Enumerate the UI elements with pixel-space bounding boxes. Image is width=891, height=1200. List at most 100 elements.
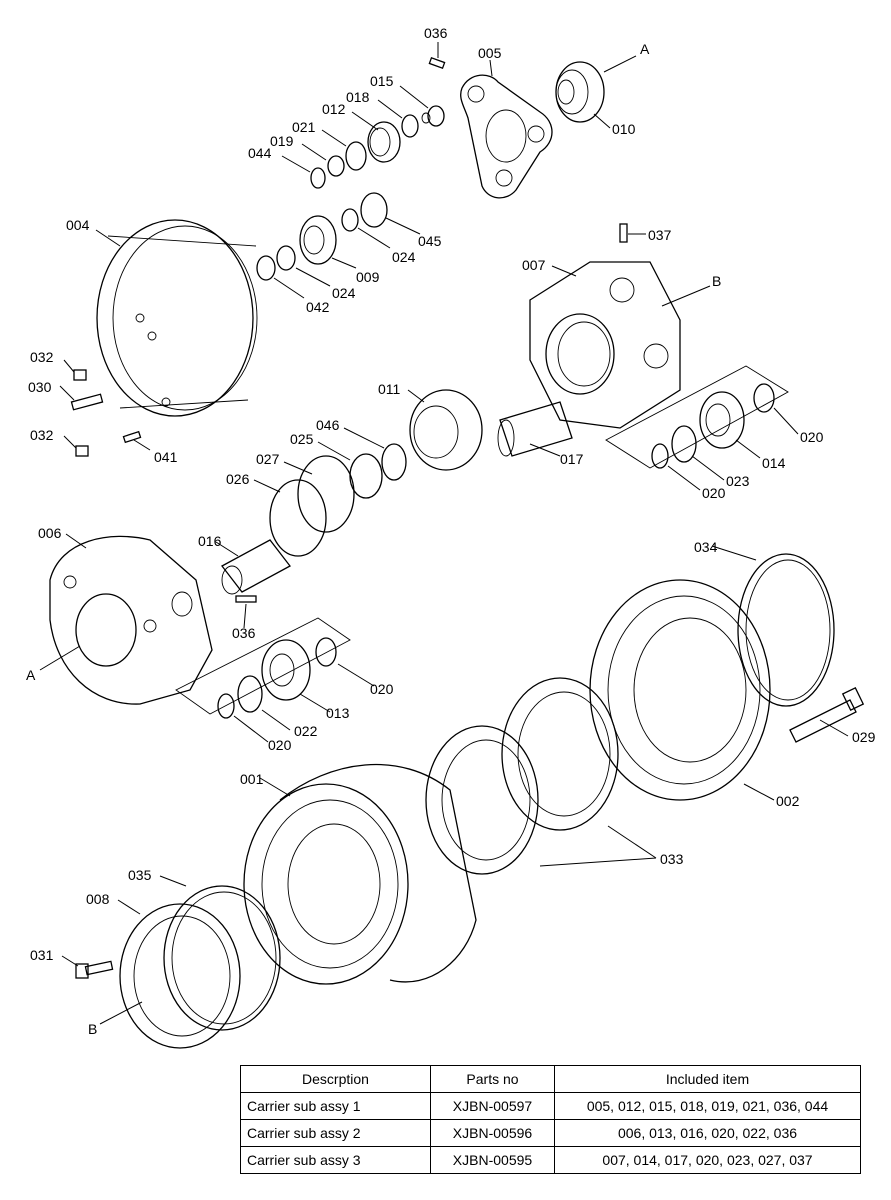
washer-024-b: [276, 245, 296, 271]
callout-044: 044: [248, 145, 272, 161]
table-cell: XJBN-00596: [430, 1119, 555, 1147]
washer-019: [327, 155, 345, 177]
callout-008: 008: [86, 891, 110, 907]
pin-036-top: [428, 56, 446, 70]
callout-009: 009: [356, 269, 380, 285]
bearing-033-b: [501, 677, 619, 831]
washer-042: [256, 255, 276, 281]
callout-B2: B: [88, 1021, 97, 1037]
callout-010: 010: [612, 121, 636, 137]
bearing-022: [237, 675, 263, 713]
carrier-plate-005: [460, 74, 553, 199]
callout-041: 041: [154, 449, 178, 465]
bolt-031: [75, 960, 114, 979]
carrier-006: [49, 535, 213, 705]
bolts-032-030-041: [70, 369, 142, 457]
callout-027: 027: [256, 451, 280, 467]
leader-lines: [39, 42, 849, 1025]
callout-018: 018: [346, 89, 370, 105]
table-row: Carrier sub assy 3 XJBN-00595 007, 014, …: [240, 1146, 861, 1174]
gear-011: [409, 389, 483, 471]
callout-A1: A: [640, 41, 650, 57]
pin-037: [619, 223, 628, 243]
callout-007: 007: [522, 257, 546, 273]
callout-004: 004: [66, 217, 90, 233]
callout-001: 001: [240, 771, 264, 787]
table-row: Carrier sub assy 2 XJBN-00596 006, 013, …: [240, 1119, 861, 1147]
callout-020a: 020: [800, 429, 824, 445]
callout-036a: 036: [424, 25, 448, 41]
gear-014: [699, 391, 745, 449]
callout-024b: 024: [332, 285, 356, 301]
callout-023: 023: [726, 473, 750, 489]
table-row: Carrier sub assy 1 XJBN-00597 005, 012, …: [240, 1092, 861, 1120]
table-header-row: Descrption Parts no Included item: [240, 1065, 861, 1093]
callout-017: 017: [560, 451, 584, 467]
table-cell: XJBN-00595: [430, 1146, 555, 1174]
pin-016: [221, 539, 291, 595]
table-cell: XJBN-00597: [430, 1092, 555, 1120]
ring-026: [269, 479, 327, 557]
pin-017: [497, 401, 573, 457]
bearing-023: [671, 425, 697, 463]
washer-018: [401, 114, 419, 138]
callout-020c: 020: [370, 681, 394, 697]
callout-015: 015: [370, 73, 394, 89]
seal-035: [163, 885, 281, 1031]
pin-036-mid: [235, 595, 257, 603]
callout-029: 029: [852, 729, 876, 745]
callout-031: 031: [30, 947, 54, 963]
callout-020d: 020: [268, 737, 292, 753]
bearing-021: [345, 141, 367, 171]
callout-046: 046: [316, 417, 340, 433]
callout-013: 013: [326, 705, 350, 721]
ring-046: [381, 443, 407, 481]
table-cell: Carrier sub assy 2: [240, 1119, 431, 1147]
callout-033: 033: [660, 851, 684, 867]
callout-005: 005: [478, 45, 502, 61]
washer-020-a: [753, 383, 775, 413]
callout-037: 037: [648, 227, 672, 243]
callout-A2: A: [26, 667, 36, 683]
gear-009: [299, 215, 337, 265]
callout-016: 016: [198, 533, 222, 549]
gear-010: [555, 61, 605, 123]
callout-011: 011: [378, 381, 401, 397]
gear-012: [367, 121, 401, 163]
shaft-015: [421, 105, 445, 127]
table-cell: 005, 012, 015, 018, 019, 021, 036, 044: [554, 1092, 861, 1120]
callout-042: 042: [306, 299, 330, 315]
ring-044: [310, 167, 326, 189]
bearing-033-a: [425, 725, 539, 875]
gear-013: [261, 639, 311, 701]
callout-036b: 036: [232, 625, 256, 641]
washer-020-d: [217, 693, 235, 719]
table-cell: Carrier sub assy 1: [240, 1092, 431, 1120]
table-cell: 006, 013, 016, 020, 022, 036: [554, 1119, 861, 1147]
seal-034: [737, 553, 835, 707]
callout-024a: 024: [392, 249, 416, 265]
washer-020-c: [315, 637, 337, 667]
column-header: Parts no: [430, 1065, 555, 1093]
washer-020-b: [651, 443, 669, 469]
callout-045: 045: [418, 233, 442, 249]
callout-B1: B: [712, 273, 721, 289]
callout-035: 035: [128, 867, 152, 883]
column-header: Included item: [554, 1065, 861, 1093]
callout-022: 022: [294, 723, 318, 739]
ring-027: [297, 455, 355, 533]
cover-004: [96, 219, 258, 417]
snap-ring-045: [360, 192, 388, 228]
table-cell: Carrier sub assy 3: [240, 1146, 431, 1174]
callout-002: 002: [776, 793, 800, 809]
hub-002: [589, 579, 771, 801]
washer-024-a: [341, 208, 359, 232]
callout-034: 034: [694, 539, 718, 555]
callout-025: 025: [290, 431, 314, 447]
callout-026: 026: [226, 471, 250, 487]
bolt-029: [789, 686, 865, 743]
callout-032b: 032: [30, 427, 54, 443]
callout-019: 019: [270, 133, 294, 149]
callout-020b: 020: [702, 485, 726, 501]
